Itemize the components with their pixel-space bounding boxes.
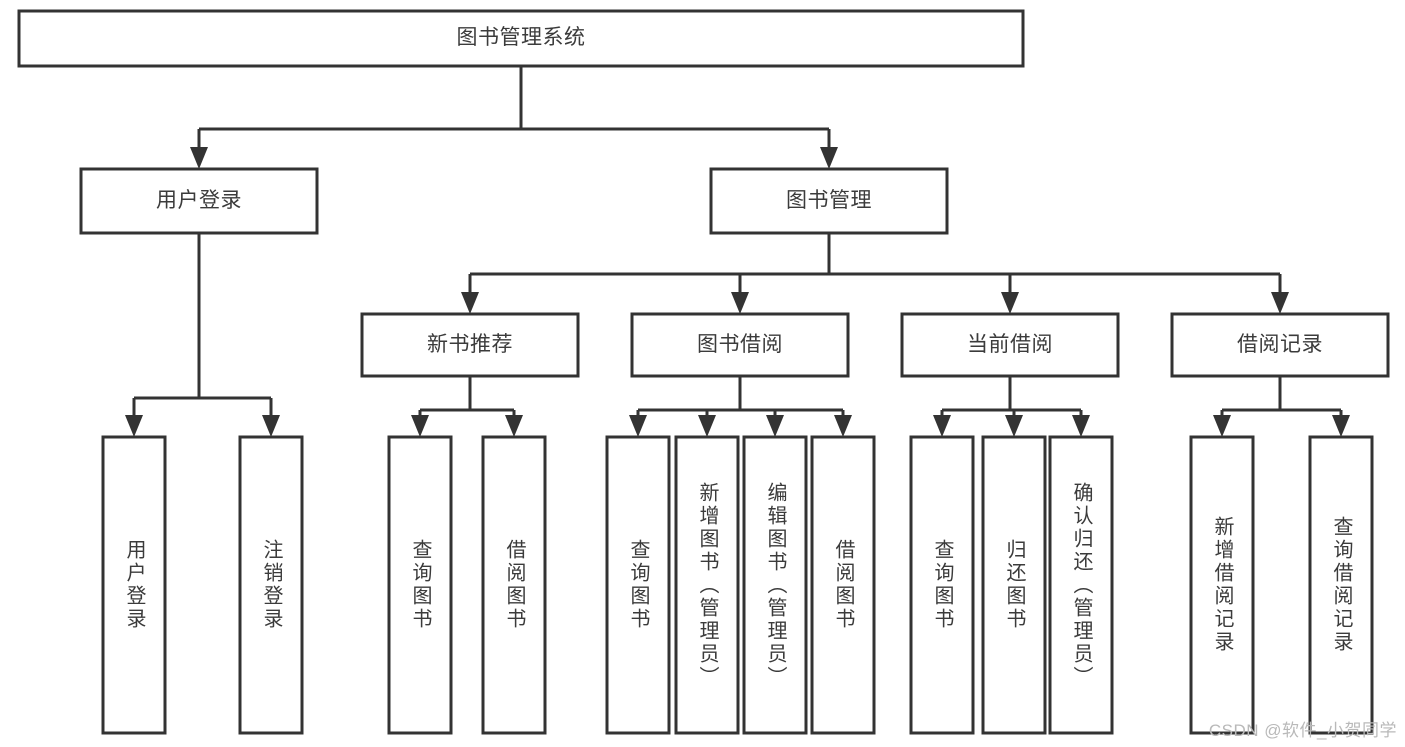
node-box-leaf-user-logout[interactable] [238, 435, 304, 735]
node-box-leaf-borrow-book-1[interactable] [481, 435, 547, 735]
node-box-leaf-user-login[interactable] [101, 435, 167, 735]
watermark-text: CSDN @软件_小贺同学 [1208, 721, 1397, 740]
node-box-leaf-query-record[interactable] [1308, 435, 1374, 735]
node-box-leaf-add-book[interactable] [674, 435, 740, 735]
arrow-head-book-borrow [731, 292, 749, 314]
arrow-head-leaf-add-book [698, 415, 716, 437]
node-box-leaf-add-record[interactable] [1189, 435, 1255, 735]
arrow-head-leaf-user-login [125, 415, 143, 437]
arrow-head-leaf-query-book-1 [411, 415, 429, 437]
arrow-head-leaf-query-book-3 [933, 415, 951, 437]
node-box-root[interactable] [17, 9, 1025, 68]
node-box-leaf-return-book[interactable] [981, 435, 1047, 735]
arrow-head-book-manage [820, 147, 838, 169]
node-box-leaf-borrow-book-2[interactable] [810, 435, 876, 735]
arrow-head-leaf-user-logout [262, 415, 280, 437]
arrow-head-leaf-borrow-book-1 [505, 415, 523, 437]
node-box-leaf-query-book-2[interactable] [605, 435, 671, 735]
node-box-current-borrow[interactable] [900, 312, 1120, 378]
node-box-user-login[interactable] [79, 167, 319, 235]
arrow-head-user-login [190, 147, 208, 169]
arrow-head-leaf-query-record [1332, 415, 1350, 437]
arrow-head-leaf-edit-book [766, 415, 784, 437]
node-boxes-layer [17, 9, 1390, 735]
arrow-head-leaf-return-book [1005, 415, 1023, 437]
node-box-borrow-record[interactable] [1170, 312, 1390, 378]
arrow-head-leaf-confirm-return [1072, 415, 1090, 437]
node-box-leaf-query-book-1[interactable] [387, 435, 453, 735]
node-box-leaf-edit-book[interactable] [742, 435, 808, 735]
arrow-head-current-borrow [1001, 292, 1019, 314]
node-box-new-book-recommend[interactable] [360, 312, 580, 378]
connector-edges-layer [125, 66, 1350, 437]
node-box-leaf-query-book-3[interactable] [909, 435, 975, 735]
arrow-head-new-book-recommend [461, 292, 479, 314]
node-box-leaf-confirm-return[interactable] [1048, 435, 1114, 735]
arrow-head-borrow-record [1271, 292, 1289, 314]
node-box-book-manage[interactable] [709, 167, 949, 235]
arrow-head-leaf-add-record [1213, 415, 1231, 437]
arrow-head-leaf-borrow-book-2 [834, 415, 852, 437]
node-box-book-borrow[interactable] [630, 312, 850, 378]
arrow-head-leaf-query-book-2 [629, 415, 647, 437]
